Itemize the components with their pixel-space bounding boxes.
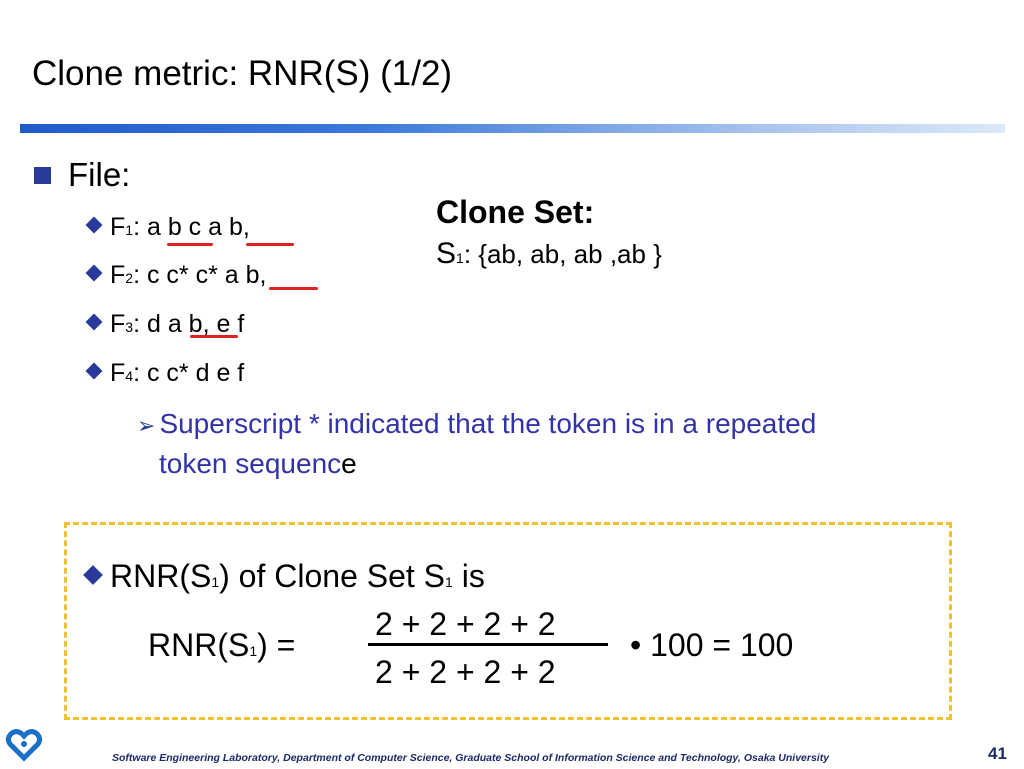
note-text: ➢Superscript * indicated that the token … <box>137 408 817 479</box>
diamond-bullet-icon <box>85 313 103 331</box>
rnr-result: • 100 = 100 <box>630 627 794 663</box>
clone-underline <box>269 287 318 290</box>
file-line-3: F3: d a b, e f <box>85 309 244 342</box>
formula-box <box>64 522 952 720</box>
diamond-bullet-icon <box>85 264 103 282</box>
square-bullet-icon <box>34 167 51 184</box>
footer-text: Software Engineering Laboratory, Departm… <box>112 752 830 764</box>
slide-title: Clone metric: RNR(S) (1/2) <box>32 54 453 93</box>
clone-underline <box>246 243 294 246</box>
file-line-4: F4: c c* d e f <box>85 358 244 391</box>
fraction-bar <box>368 643 608 646</box>
diamond-bullet-icon <box>85 216 103 234</box>
clone-underline <box>167 243 213 246</box>
rnr-lhs: RNR(S1) = <box>148 627 296 663</box>
clone-set-members: S1: {ab, ab, ab ,ab } <box>436 237 662 270</box>
rnr-heading: RNR(S1) of Clone Set S1 is <box>83 557 485 601</box>
title-rule <box>20 124 1005 133</box>
file-line-1: F1: a b c a b, <box>85 212 250 245</box>
clone-underline <box>190 335 238 338</box>
page-number: 41 <box>988 744 1007 763</box>
diamond-bullet-icon <box>85 362 103 380</box>
university-logo-icon <box>4 724 44 764</box>
arrow-bullet-icon: ➢ <box>137 413 156 438</box>
diamond-bullet-icon <box>83 564 103 585</box>
fraction-numerator: 2 + 2 + 2 + 2 <box>375 606 556 642</box>
file-label: File: <box>68 156 131 193</box>
fraction-denominator: 2 + 2 + 2 + 2 <box>375 654 556 690</box>
clone-set-title: Clone Set: <box>436 194 595 230</box>
file-line-2: F2: c c* c* a b, <box>85 260 266 293</box>
